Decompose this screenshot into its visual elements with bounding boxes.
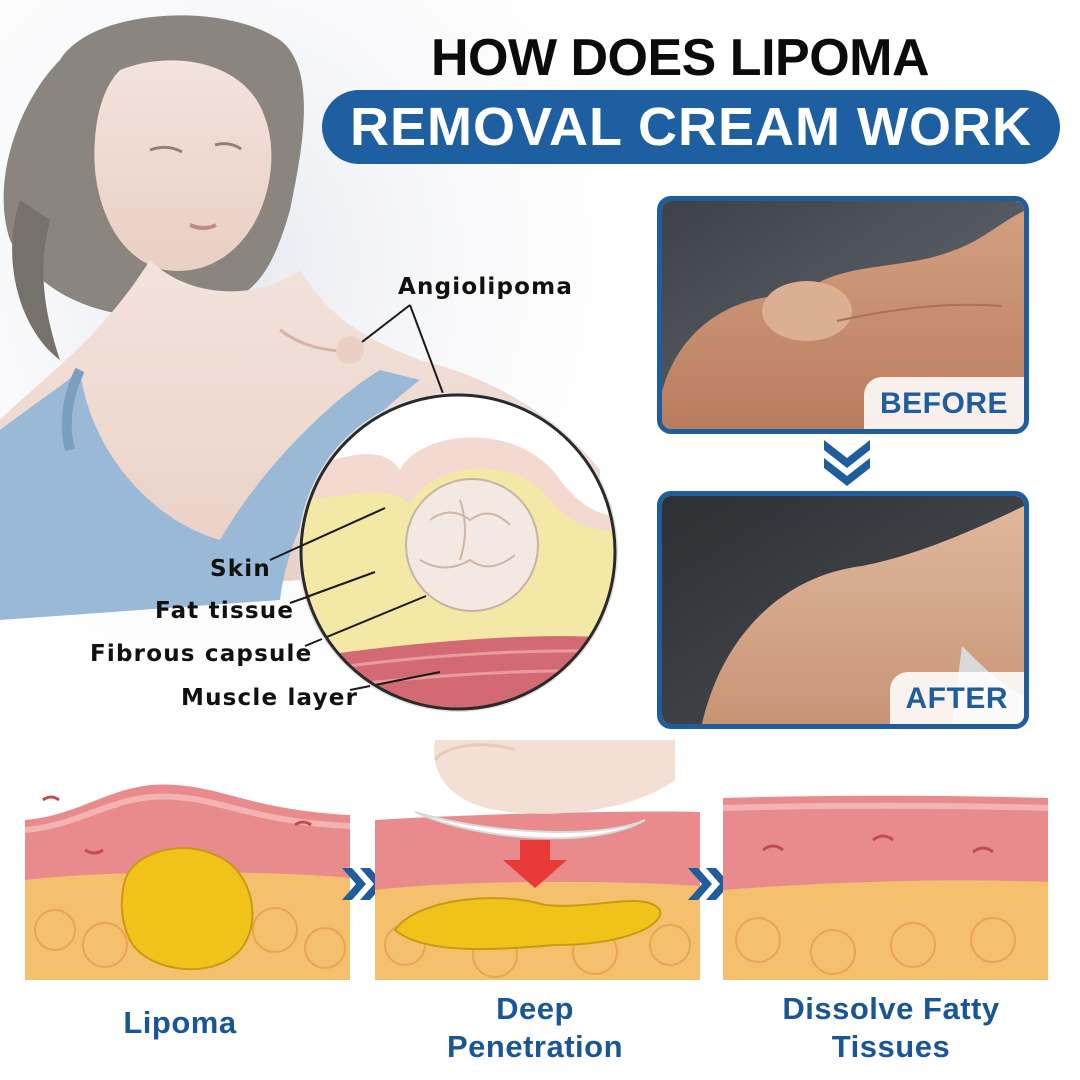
before-tag: BEFORE [863, 377, 1024, 429]
step-dissolve-line-2: Tissues [831, 1029, 951, 1064]
label-angiolipoma: Angiolipoma [398, 274, 574, 300]
step-lipoma-text: Lipoma [123, 1005, 237, 1040]
step-dissolve-illustration [723, 795, 1048, 980]
title-banner: REMOVAL CREAM WORK [322, 90, 1060, 164]
step-penetration-line-1: Deep [496, 991, 574, 1026]
label-fibrous-capsule: Fibrous capsule [90, 641, 313, 667]
double-chevron-down-icon [824, 440, 870, 486]
label-fat-tissue: Fat tissue [155, 598, 295, 624]
after-tag: AFTER [889, 672, 1024, 724]
after-photo: AFTER [657, 491, 1029, 729]
step-penetration-illustration [375, 740, 700, 980]
step-lipoma-label: Lipoma [25, 1004, 335, 1042]
title-line-1: HOW DOES LIPOMA [430, 29, 930, 87]
title-line-2: REMOVAL CREAM WORK [350, 97, 1032, 157]
step-penetration-line-2: Penetration [446, 1029, 624, 1064]
step-dissolve-label: Dissolve Fatty Tissues [716, 990, 1066, 1066]
step-lipoma-illustration [25, 784, 350, 980]
step-penetration-label: Deep Penetration [360, 990, 710, 1066]
before-photo: BEFORE [657, 196, 1029, 434]
step-dissolve-line-1: Dissolve Fatty [782, 991, 1000, 1026]
label-muscle-layer: Muscle layer [181, 685, 359, 711]
label-skin: Skin [210, 556, 271, 582]
